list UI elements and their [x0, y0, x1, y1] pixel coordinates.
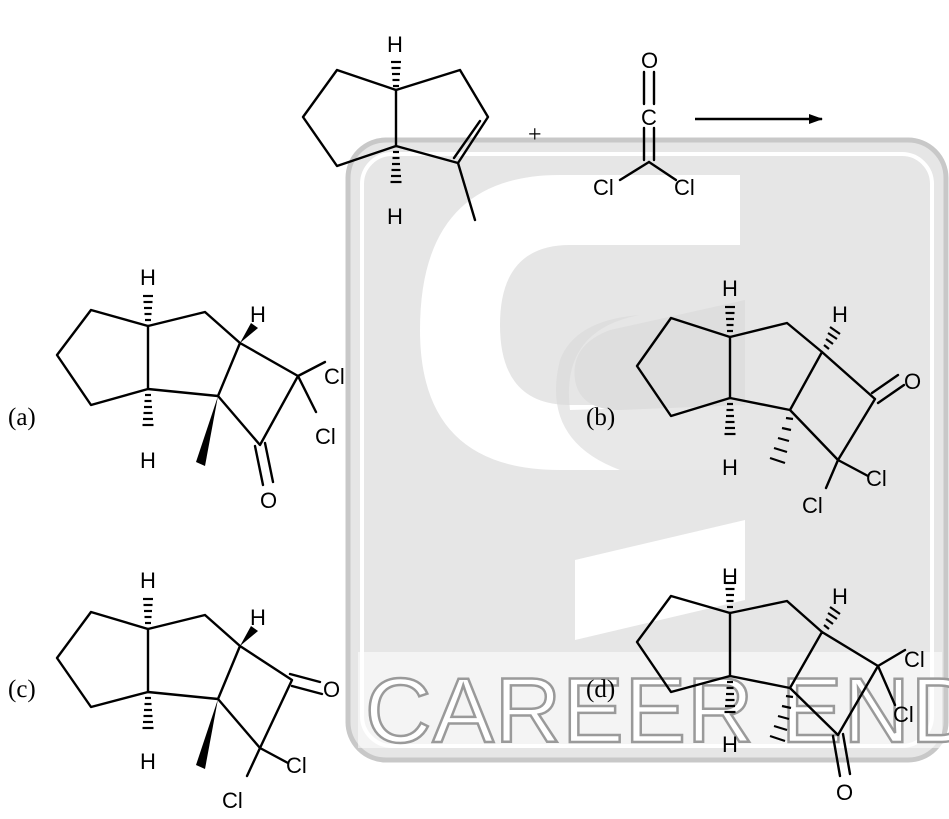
atom-label-h: H — [722, 276, 738, 301]
atom-label-h: H — [722, 732, 738, 757]
atom-label-cl: Cl — [222, 788, 243, 813]
atom-label-h: H — [250, 605, 266, 630]
atom-label-cl: Cl — [324, 364, 345, 389]
option-label-a: (a) — [8, 404, 36, 431]
option-a-structure: (a) Cl Cl O H H — [8, 265, 345, 513]
atom-label-o: O — [904, 369, 921, 394]
atom-label-h: H — [140, 568, 156, 593]
atom-label-cl: Cl — [286, 753, 307, 778]
option-label-d: (d) — [586, 676, 615, 703]
atom-label-h: H — [140, 265, 156, 290]
atom-label-h: H — [387, 32, 403, 57]
atom-label-c: C — [641, 105, 657, 130]
option-d-structure: (d) Cl Cl O H — [586, 564, 925, 805]
plus-sign: + — [528, 122, 542, 148]
atom-label-h: H — [387, 204, 403, 229]
watermark-text: CAREER ENDEAVOUR — [365, 660, 949, 762]
atom-label-cl: Cl — [315, 424, 336, 449]
atom-label-h: H — [722, 455, 738, 480]
atom-label-cl: Cl — [802, 493, 823, 518]
atom-label-h: H — [832, 584, 848, 609]
atom-label-cl: Cl — [866, 466, 887, 491]
atom-label-o: O — [836, 780, 853, 805]
reagent-dichloroketene: O C Cl Cl — [593, 48, 695, 200]
atom-label-h: H — [140, 749, 156, 774]
watermark-logo: CAREER ENDEAVOUR — [345, 137, 949, 763]
option-b-structure: (b) O Cl Cl H — [586, 276, 921, 518]
atom-label-h: H — [722, 564, 738, 589]
option-label-c: (c) — [8, 676, 36, 703]
reactant-bicyclic-alkene: H H — [301, 32, 490, 229]
atom-label-cl: Cl — [674, 175, 695, 200]
atom-label-cl: Cl — [904, 647, 925, 672]
atom-label-cl: Cl — [893, 702, 914, 727]
atom-label-cl: Cl — [593, 175, 614, 200]
atom-label-h: H — [832, 302, 848, 327]
atom-label-h: H — [250, 302, 266, 327]
atom-label-o: O — [260, 488, 277, 513]
atom-label-o: O — [323, 677, 340, 702]
option-label-b: (b) — [586, 404, 615, 431]
atom-label-h: H — [140, 448, 156, 473]
option-c-structure: (c) O Cl Cl H H — [8, 568, 340, 813]
atom-label-o: O — [641, 48, 658, 73]
